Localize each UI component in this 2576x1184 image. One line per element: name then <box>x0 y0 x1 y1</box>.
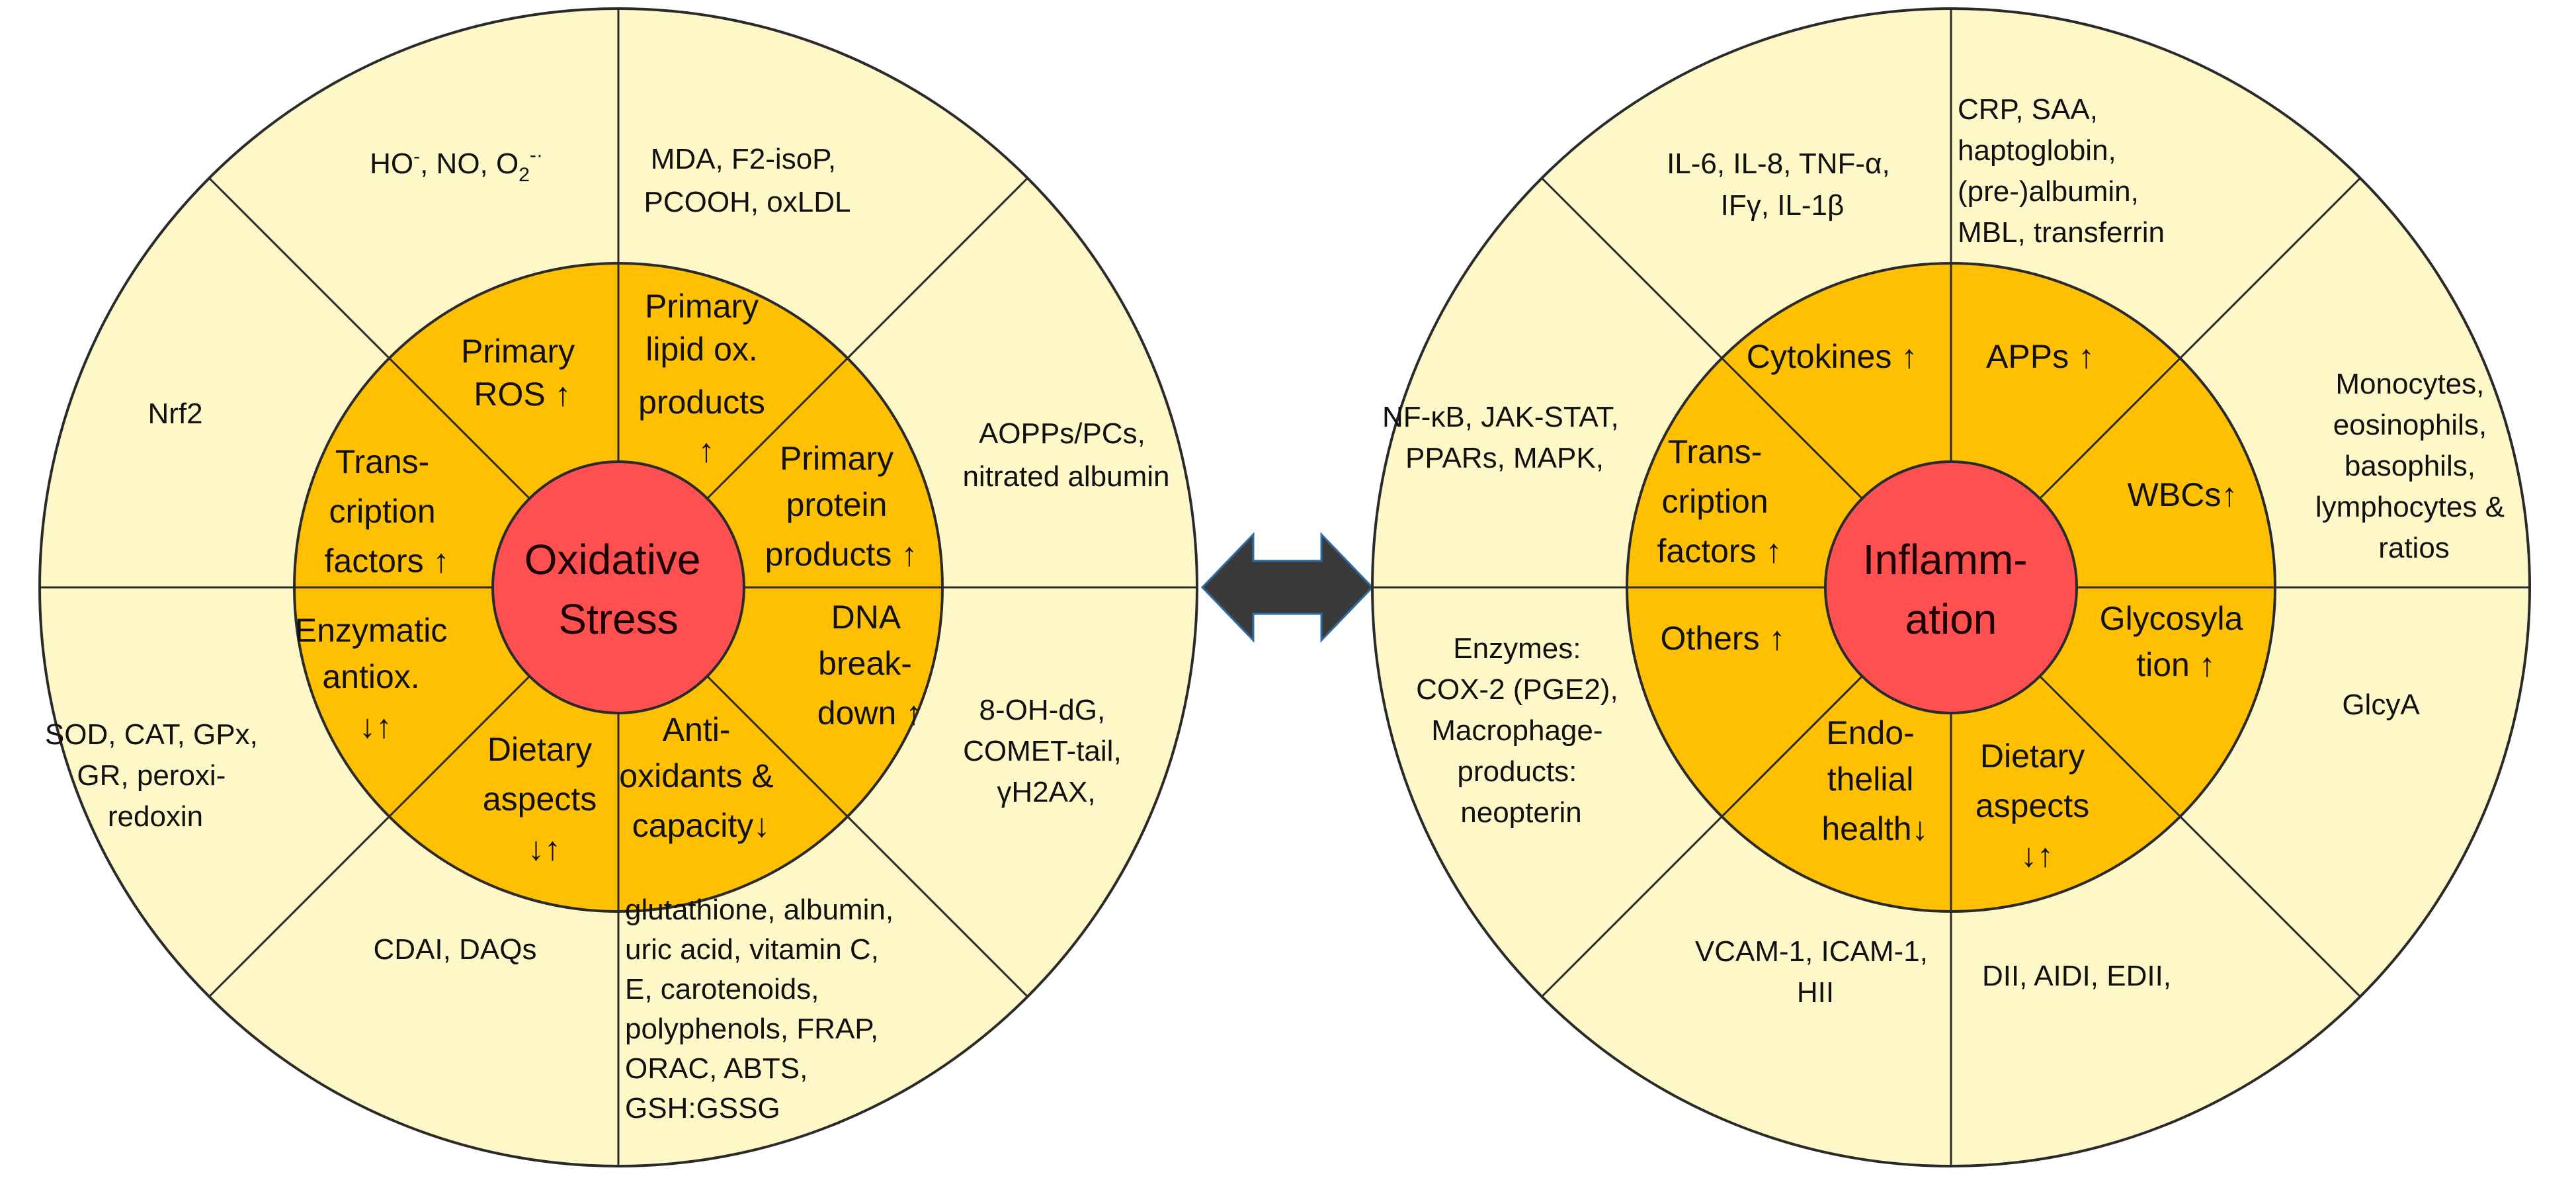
inflammation-center <box>1824 460 2078 714</box>
outer-transcription-markers: Nrf2 <box>147 398 202 430</box>
inner-transcription-factors-inflammation: Trans- cription factors ↑ <box>1657 433 1782 570</box>
outer-wbc-markers: Monocytes, eosinophils, basophils, lymph… <box>2315 368 2513 564</box>
outer-lipid-markers: MDA, F2-isoP, PCOOH, oxLDL <box>644 143 851 218</box>
inner-endothelial-health: Endo- thelial health↓ <box>1821 714 1928 847</box>
oxidative-inner-divider-sw <box>388 675 531 818</box>
outer-antioxidant-markers: glutathione, albumin, uric acid, vitamin… <box>625 894 901 1124</box>
outer-transcription-markers-inflammation: NF-κB, JAK-STAT, PPARs, MAPK, <box>1382 401 1627 474</box>
outer-protein-markers: AOPPs/PCs, nitrated albumin <box>962 417 1169 493</box>
outer-enzymatic-markers: SOD, CAT, GPx, GR, peroxi- redoxin <box>45 718 266 833</box>
outer-dna-markers: 8-OH-dG, COMET-tail, γH2AX, <box>963 694 1130 808</box>
inner-dietary-aspects-inflammation: Dietary aspects ↓↑ <box>1975 738 2098 874</box>
inflammation-label: Inflamm- ation <box>1863 536 2040 643</box>
outer-dietary-markers-inflammation: DII, AIDI, EDII, <box>1982 960 2171 992</box>
bidirectional-arrow-icon <box>1200 532 1374 643</box>
inner-primary-ros: Primary ROS ↑ <box>461 333 584 413</box>
outer-ros-species: HO-, NO, O2-· <box>370 144 543 186</box>
oxidative-stress-label: Oxidative Stress <box>524 536 713 643</box>
inner-primary-protein: Primary protein products ↑ <box>765 440 918 573</box>
inner-cytokines: Cytokines ↑ <box>1747 338 1917 375</box>
inflammation-inner-divider-sw <box>1720 675 1864 818</box>
inner-primary-lipid: Primary lipid ox. products ↑ <box>638 288 774 469</box>
outer-dietary-markers: CDAI, DAQs <box>374 933 537 966</box>
outer-glycosylation-markers: GlcyA <box>2342 689 2420 721</box>
oxidative-inner-divider-ne <box>706 357 849 500</box>
inner-dietary-aspects: Dietary aspects ↓↑ <box>483 731 606 867</box>
outer-other-markers: Enzymes: COX-2 (PGE2), Macrophage- produ… <box>1416 632 1626 829</box>
outer-cytokine-markers: IL-6, IL-8, TNF-α, IFγ, IL-1β <box>1667 148 1898 222</box>
inflammation-inner-divider-nw <box>1720 357 1864 500</box>
inner-antioxidants: Anti- oxidants & capacity↓ <box>619 711 782 844</box>
outer-endothelial-markers: VCAM-1, ICAM-1, HII <box>1695 935 1936 1009</box>
inflammation-inner-divider-ne <box>2038 357 2182 500</box>
inner-enzymatic-antiox: Enzymatic antiox. ↓↑ <box>295 612 457 745</box>
inner-others: Others ↑ <box>1661 620 1786 657</box>
inner-dna-breakdown: DNA break- down ↑ <box>817 599 922 732</box>
oxidative-stress-center <box>491 460 745 714</box>
oxidative-inner-divider-se <box>706 675 849 818</box>
inner-glycosylation: Glycosyla tion ↑ <box>2100 600 2253 683</box>
oxidative-inner-divider-nw <box>388 357 531 500</box>
outer-app-markers: CRP, SAA, haptoglobin, (pre-)albumin, MB… <box>1958 93 2165 249</box>
inner-transcription-factors: Trans- cription factors ↑ <box>325 443 450 579</box>
inner-apps: APPs ↑ <box>1986 338 2095 375</box>
inflammation-wheel: Inflamm- ation Cytokines ↑ APPs ↑ WBCs↑ … <box>1371 7 2531 1167</box>
inner-wbcs: WBCs↑ <box>2128 476 2238 513</box>
inflammation-inner-divider-se <box>2038 675 2182 818</box>
oxidative-stress-wheel: Oxidative Stress Primary ROS ↑ Primary l… <box>38 7 1198 1167</box>
